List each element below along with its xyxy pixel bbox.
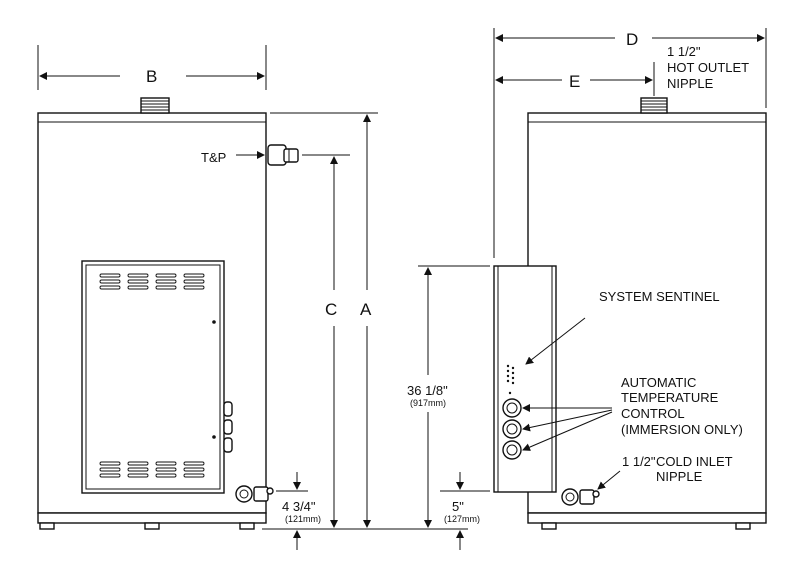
- hot-outlet-size: 1 1/2": [667, 44, 701, 59]
- side-foot-left: [541, 522, 557, 530]
- front-foot-center: [144, 522, 160, 530]
- side-view: D E 1 1/2" HOT OUTLET NIPPLE SYSTEM SENT…: [407, 28, 767, 550]
- dim-c-label: C: [325, 300, 337, 319]
- atc-label-line4: (IMMERSION ONLY): [621, 422, 743, 437]
- louver-slot: [99, 467, 121, 472]
- dim-b-label: B: [146, 67, 157, 86]
- cold-inlet-label-line2: NIPPLE: [656, 469, 703, 484]
- louver-slot: [183, 273, 205, 278]
- control-box: [493, 265, 557, 493]
- louver-slot: [99, 461, 121, 466]
- louver-slot: [183, 285, 205, 290]
- louver-slot: [127, 285, 149, 290]
- side-base: [527, 512, 767, 524]
- front-foot-right: [239, 522, 255, 530]
- front-foot-left: [39, 522, 55, 530]
- louver-slot: [127, 279, 149, 284]
- front-cold-inlet: [235, 485, 274, 503]
- control-height-mm: (917mm): [410, 398, 446, 408]
- dim-a-label: A: [360, 300, 372, 319]
- atc-label-line3: CONTROL: [621, 406, 685, 421]
- louver-slot: [155, 467, 177, 472]
- side-cold-inlet: [561, 488, 600, 506]
- cold-inlet-size: 1 1/2": [622, 454, 656, 469]
- temperature-dial-1: [502, 398, 522, 418]
- access-panel: [81, 260, 225, 494]
- hot-outlet-nipple: [640, 97, 668, 114]
- system-sentinel-label: SYSTEM SENTINEL: [599, 289, 720, 304]
- hot-outlet-label-line1: HOT OUTLET: [667, 60, 749, 75]
- dim-e-label: E: [569, 72, 580, 91]
- front-top-nipple: [140, 97, 170, 114]
- louver-slot: [99, 279, 121, 284]
- louver-slot: [183, 473, 205, 478]
- base-height-label: 5": [452, 499, 464, 514]
- louver-slot: [99, 285, 121, 290]
- louver-slot: [183, 461, 205, 466]
- louvers-bottom: [99, 461, 205, 478]
- louvers-top: [99, 273, 205, 290]
- louver-slot: [127, 467, 149, 472]
- tp-label: T&P: [201, 150, 226, 165]
- louver-slot: [155, 279, 177, 284]
- louver-slot: [127, 461, 149, 466]
- louver-slot: [99, 473, 121, 478]
- atc-label-line1: AUTOMATIC: [621, 375, 696, 390]
- louver-slot: [155, 473, 177, 478]
- cold-inlet-label-line1: COLD INLET: [656, 454, 733, 469]
- atc-label-line2: TEMPERATURE: [621, 390, 719, 405]
- tp-valve: [267, 144, 299, 166]
- louver-slot: [99, 273, 121, 278]
- louver-slot: [127, 473, 149, 478]
- front-view: T&P B: [37, 45, 468, 550]
- hot-outlet-label-line2: NIPPLE: [667, 76, 714, 91]
- base-height-mm: (127mm): [444, 514, 480, 524]
- side-tank-body: [527, 112, 767, 514]
- control-height-label: 36 1/8": [407, 383, 448, 398]
- dim-d-label: D: [626, 30, 638, 49]
- front-side-controls: [223, 401, 233, 453]
- inlet-height-label: 4 3/4": [282, 499, 316, 514]
- front-base: [37, 512, 267, 524]
- sentinel-indicator: [506, 364, 515, 395]
- louver-slot: [155, 273, 177, 278]
- louver-slot: [155, 285, 177, 290]
- temperature-dial-2: [502, 419, 522, 439]
- louver-slot: [127, 273, 149, 278]
- inlet-height-mm: (121mm): [285, 514, 321, 524]
- louver-slot: [155, 461, 177, 466]
- side-foot-right: [735, 522, 751, 530]
- temperature-dial-3: [502, 440, 522, 460]
- louver-slot: [183, 279, 205, 284]
- louver-slot: [183, 467, 205, 472]
